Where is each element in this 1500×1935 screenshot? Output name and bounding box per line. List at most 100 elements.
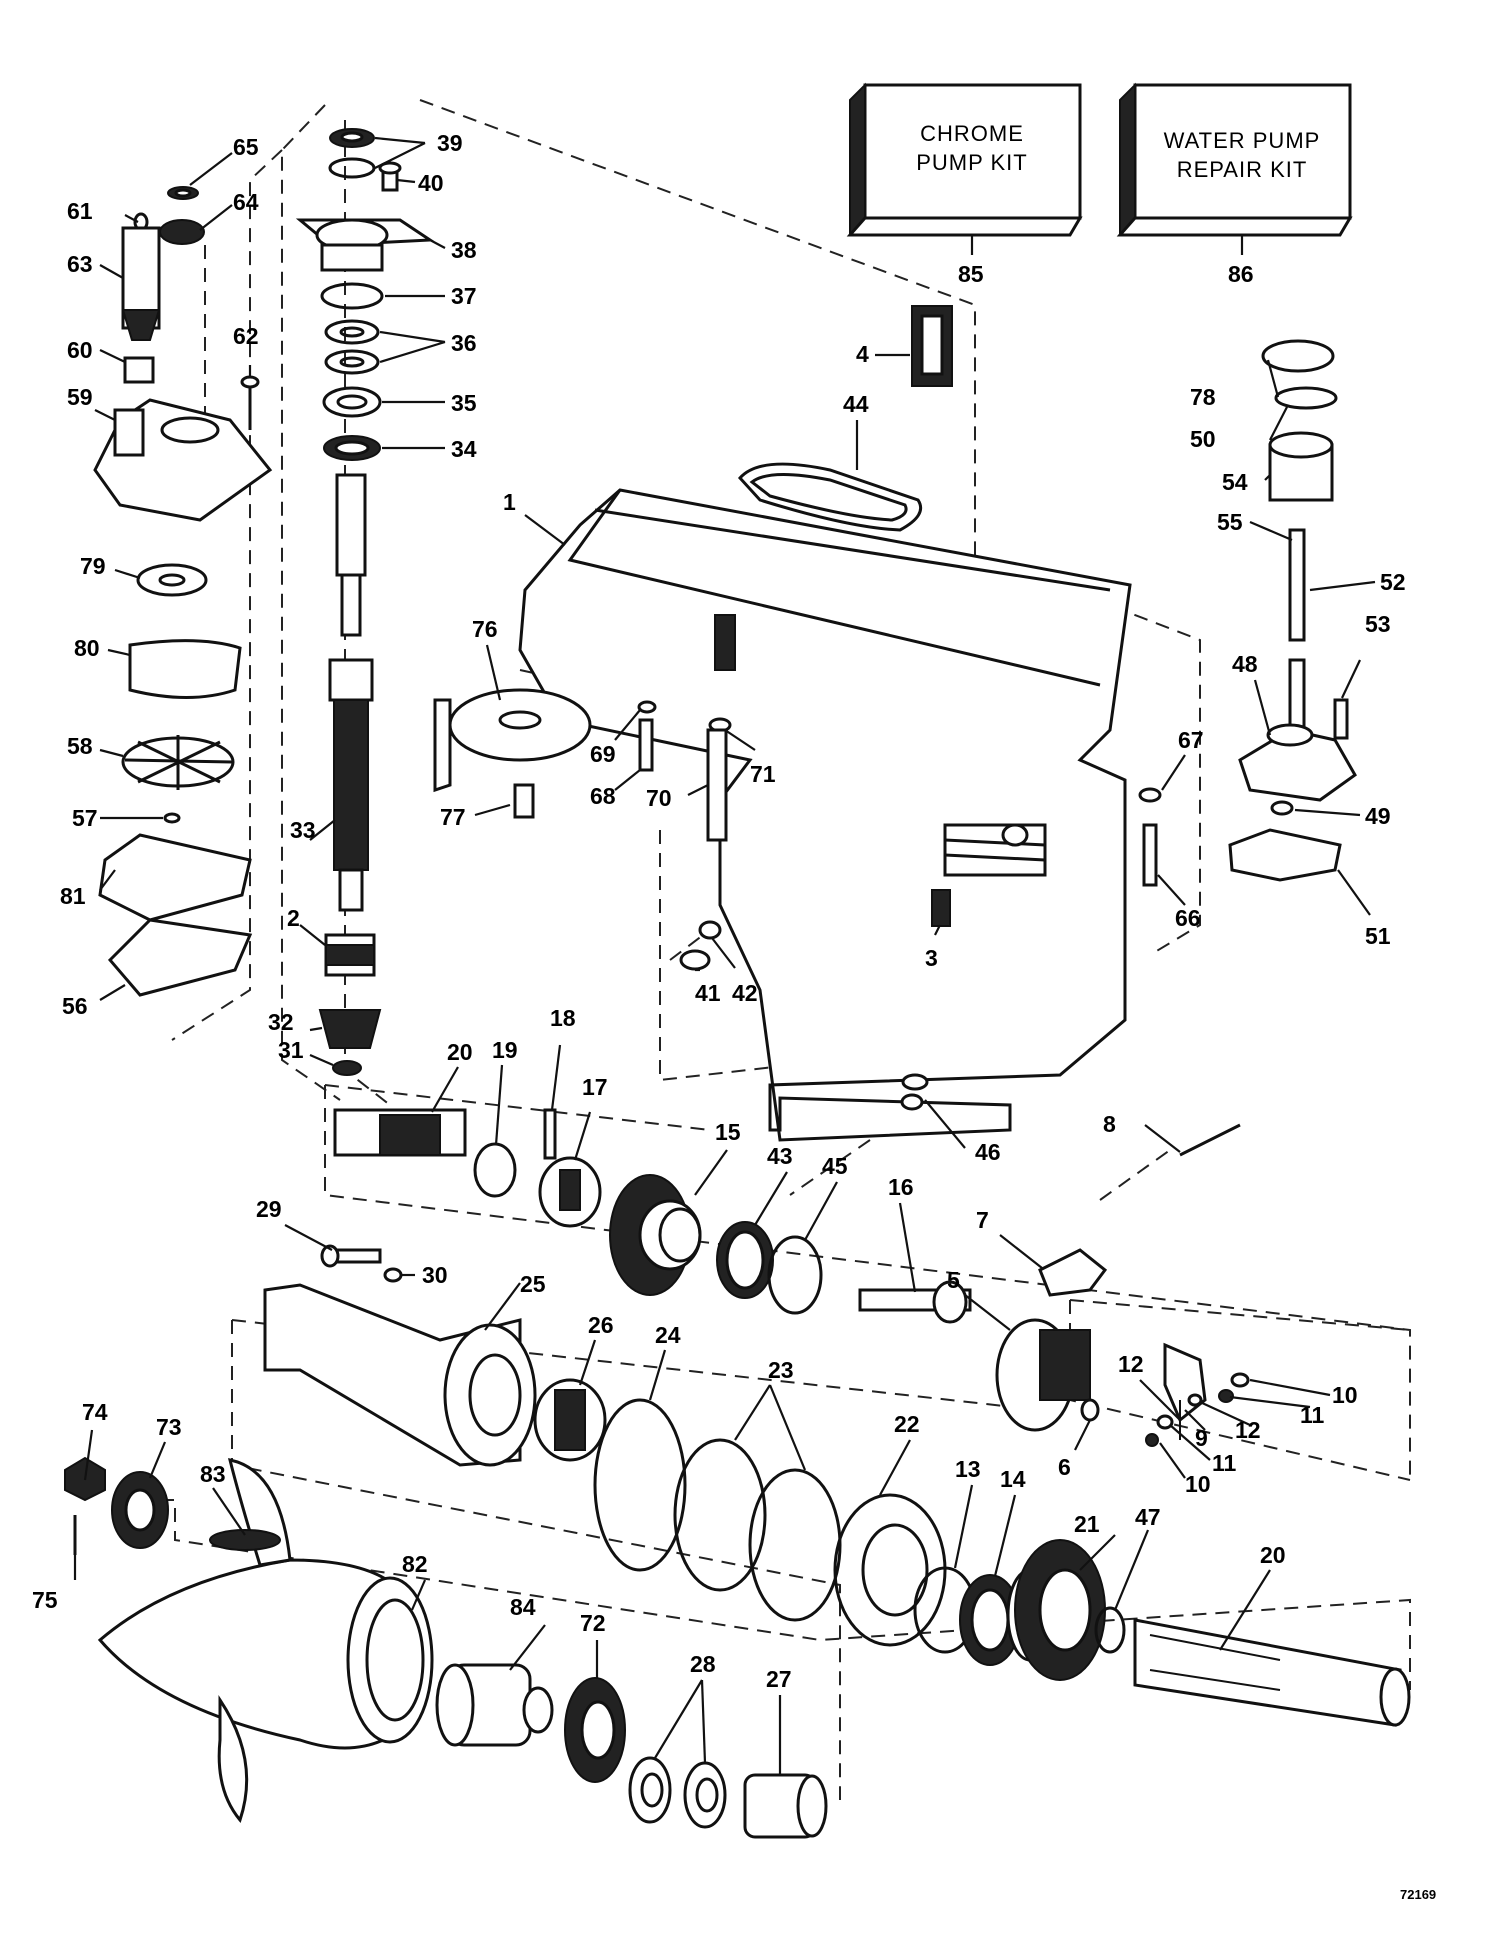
callout-78: 78 (1190, 384, 1216, 410)
callout-31: 31 (278, 1037, 304, 1063)
callout-1: 1 (503, 489, 516, 515)
callout-6: 6 (1058, 1454, 1071, 1480)
callout-13: 13 (955, 1456, 981, 1482)
callout-66: 66 (1175, 905, 1201, 931)
callout-73: 73 (156, 1414, 182, 1440)
callout-24: 24 (655, 1322, 681, 1348)
callout-5: 5 (947, 1267, 960, 1293)
callout-23: 23 (768, 1357, 794, 1383)
callout-35: 35 (451, 390, 477, 416)
callout-54: 54 (1222, 469, 1248, 495)
callout-62: 62 (233, 323, 259, 349)
callout-70: 70 (646, 785, 672, 811)
kit-chrome-line2: PUMP KIT (916, 150, 1028, 175)
callout-25: 25 (520, 1271, 546, 1297)
callout-4: 4 (856, 341, 869, 367)
callout-67: 67 (1178, 727, 1204, 753)
callout-84: 84 (510, 1594, 536, 1620)
callout-36: 36 (451, 330, 477, 356)
callout-43: 43 (767, 1143, 793, 1169)
callout-7: 7 (976, 1207, 989, 1233)
callout-18: 18 (550, 1005, 576, 1031)
callout-33: 33 (290, 817, 316, 843)
callout-80: 80 (74, 635, 100, 661)
callout-26: 26 (588, 1312, 614, 1338)
callout-29: 29 (256, 1196, 282, 1222)
callout-68: 68 (590, 783, 616, 809)
callout-75: 75 (32, 1587, 58, 1613)
callout-65: 65 (233, 134, 259, 160)
callout-45: 45 (822, 1153, 848, 1179)
callout-9: 9 (1195, 1425, 1208, 1451)
callout-32: 32 (268, 1009, 294, 1035)
callout-63: 63 (67, 251, 93, 277)
callout-37: 37 (451, 283, 477, 309)
callout-50: 50 (1190, 426, 1216, 452)
callout-14: 14 (1000, 1466, 1026, 1492)
callout-3: 3 (925, 945, 938, 971)
callout-44: 44 (843, 391, 869, 417)
callout-34: 34 (451, 436, 477, 462)
parts (64, 128, 1411, 1839)
callout-41: 41 (695, 980, 721, 1006)
callout-61: 61 (67, 198, 93, 224)
callout-58: 58 (67, 733, 93, 759)
callout-49: 49 (1365, 803, 1391, 829)
callout-17: 17 (582, 1074, 608, 1100)
callout-55: 55 (1217, 509, 1243, 535)
callout-79: 79 (80, 553, 106, 579)
callout-74: 74 (82, 1399, 108, 1425)
callout-52: 52 (1380, 569, 1406, 595)
callout-21: 21 (1074, 1511, 1100, 1537)
kit-box-chrome-pump: CHROME PUMP KIT (846, 82, 1083, 237)
callout-59: 59 (67, 384, 93, 410)
drawing-code: 72169 (1400, 1887, 1436, 1902)
callout-85: 85 (958, 261, 984, 287)
callout-12-lower: 12 (1235, 1417, 1261, 1443)
callout-28: 28 (690, 1651, 716, 1677)
callout-38: 38 (451, 237, 477, 263)
callout-40: 40 (418, 170, 444, 196)
callout-69: 69 (590, 741, 616, 767)
callout-11-upper: 11 (1300, 1402, 1325, 1428)
callout-48: 48 (1232, 651, 1258, 677)
callout-77: 77 (440, 804, 466, 830)
callout-57: 57 (72, 805, 98, 831)
callout-51: 51 (1365, 923, 1391, 949)
callout-11-lower: 11 (1212, 1450, 1237, 1476)
callout-76: 76 (472, 616, 498, 642)
callout-86: 86 (1228, 261, 1254, 287)
callout-30: 30 (422, 1262, 448, 1288)
callout-82: 82 (402, 1551, 428, 1577)
callout-60: 60 (67, 337, 93, 363)
callout-16: 16 (888, 1174, 914, 1200)
kit-water-line1: WATER PUMP (1164, 128, 1321, 153)
leader-lines (73, 136, 1376, 1775)
kit-chrome-line1: CHROME (920, 121, 1024, 146)
callout-20-lower: 20 (1260, 1542, 1286, 1568)
callout-22: 22 (894, 1411, 920, 1437)
callout-81: 81 (60, 883, 86, 909)
callout-42: 42 (732, 980, 758, 1006)
callout-10-upper: 10 (1332, 1382, 1358, 1408)
callout-83: 83 (200, 1461, 226, 1487)
callout-19: 19 (492, 1037, 518, 1063)
callout-47: 47 (1135, 1504, 1161, 1530)
callout-39: 39 (437, 130, 463, 156)
callout-12-upper: 12 (1118, 1351, 1144, 1377)
callout-10-lower: 10 (1185, 1471, 1211, 1497)
callout-46: 46 (975, 1139, 1001, 1165)
kit-water-line2: REPAIR KIT (1177, 157, 1308, 182)
callout-56: 56 (62, 993, 88, 1019)
kit-box-water-pump-repair: WATER PUMP REPAIR KIT (1116, 82, 1353, 237)
callout-64: 64 (233, 189, 259, 215)
callout-2: 2 (287, 905, 300, 931)
callout-27: 27 (766, 1666, 792, 1692)
callout-72: 72 (580, 1610, 606, 1636)
callout-8: 8 (1103, 1111, 1116, 1137)
callout-20-upper: 20 (447, 1039, 473, 1065)
callout-labels: 39 40 65 64 61 63 38 37 36 62 60 59 35 3… (32, 130, 1436, 1902)
callout-53: 53 (1365, 611, 1391, 637)
callout-15: 15 (715, 1119, 741, 1145)
